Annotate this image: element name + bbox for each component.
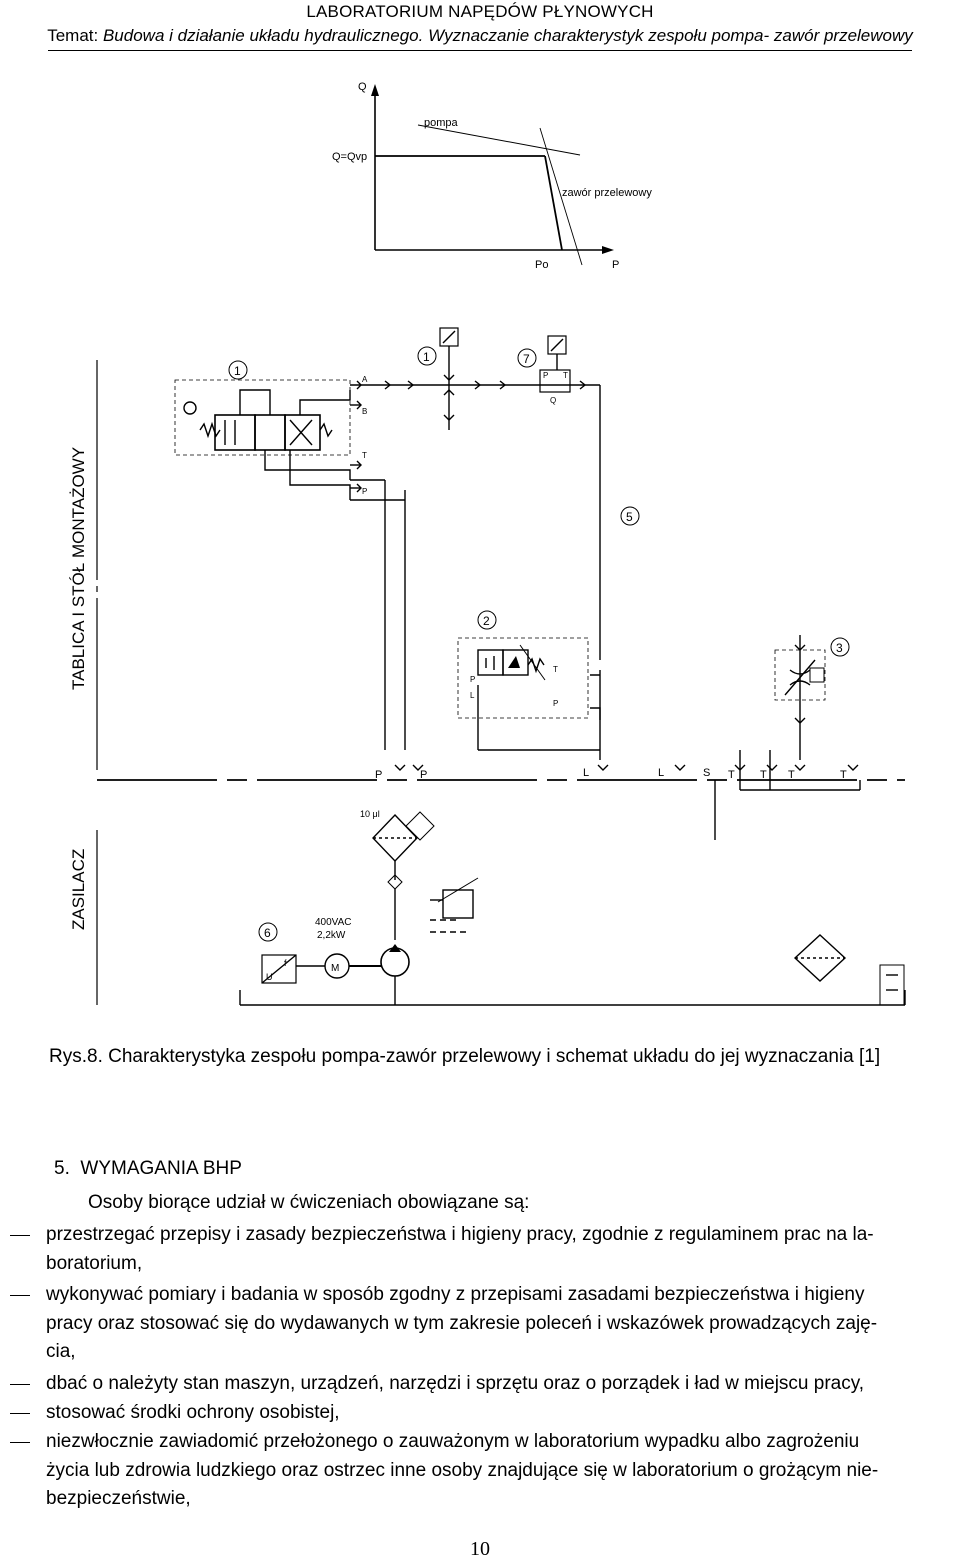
section-intro: Osoby biorące udział w ćwiczeniach obowi… (88, 1192, 530, 1213)
dash-bullet (10, 1384, 30, 1385)
list-item-line: boratorium, (46, 1252, 143, 1274)
directional-valve: 1 (174, 360, 351, 500)
figure-caption: Rys.8. Charakterystyka zespołu pompa-zaw… (49, 1046, 881, 1067)
section-number: 5. (54, 1158, 70, 1179)
mport-p1: P (375, 769, 382, 781)
characteristic-graph: Q Q=Qvp pompa zawór przelewowy Po P (332, 81, 652, 271)
label-6: 6 (264, 926, 271, 940)
label-2: 2 (483, 614, 490, 628)
topic-prefix: Temat: (47, 26, 103, 45)
port-p-2: P (470, 675, 475, 684)
mport-t1: T (728, 769, 735, 781)
list-item: wykonywać pomiary i badania w sposób zgo… (10, 1281, 916, 1367)
list-item-line: stosować środki ochrony osobistej, (46, 1402, 340, 1423)
list-item: niezwłocznie zawiadomić przełożonego o z… (10, 1428, 916, 1514)
port-p-1: P (362, 487, 367, 496)
mport-s: S (703, 767, 710, 779)
mport-l2: L (658, 767, 664, 779)
section-heading: 5. WYMAGANIA BHP (54, 1158, 242, 1180)
mport-t2: T (760, 769, 767, 781)
list-item-line: przestrzegać przepisy i zasady bezpiecze… (46, 1224, 874, 1245)
label-5: 5 (626, 510, 633, 524)
mport-l1: L (583, 767, 589, 779)
label-gauge: 1 (423, 350, 430, 364)
list-item-line: wykonywać pomiary i badania w sposób zgo… (46, 1284, 865, 1305)
port-l-2: L (470, 691, 475, 700)
list-item-line: pracy oraz stosować się do wydawanych w … (46, 1312, 878, 1334)
list-item: przestrzegać przepisy i zasady bezpiecze… (10, 1221, 916, 1278)
port-a: A (362, 375, 368, 384)
relief-valve: 2 P L T P (457, 610, 601, 760)
port-p-7: P (543, 371, 548, 380)
graph-valve-label: zawór przelewowy (562, 187, 652, 199)
dash-bullet (10, 1442, 30, 1443)
topic-line: Temat: Budowa i działanie układu hydraul… (0, 26, 960, 46)
graph-pump-label: pompa (424, 117, 459, 129)
inverter-u: U (266, 972, 273, 982)
motor-spec-2: 2,2kW (317, 930, 346, 941)
port-b: B (362, 407, 367, 416)
topic-title: Budowa i działanie układu hydraulicznego… (102, 26, 913, 45)
page-number: 10 (470, 1538, 490, 1560)
dash-bullet (10, 1413, 30, 1414)
list-item-line: dbać o należyty stan maszyn, urządzeń, n… (46, 1373, 865, 1394)
port-q-7: Q (550, 396, 556, 405)
header-rule (48, 50, 912, 51)
figure: Q Q=Qvp pompa zawór przelewowy Po P TABL… (69, 81, 906, 1006)
label-3: 3 (836, 641, 843, 655)
graph-p0-label: Po (535, 259, 548, 271)
board-label: TABLICA I STÓŁ MONTAŻOWY (69, 447, 88, 690)
list-item-line: bezpieczeństwie, (46, 1488, 191, 1509)
section-title: WYMAGANIA BHP (80, 1158, 242, 1179)
mport-t4: T (840, 769, 847, 781)
port-t-1: T (362, 451, 367, 460)
label-7: 7 (523, 352, 530, 366)
list-item: stosować środki ochrony osobistej, (10, 1399, 916, 1428)
graph-qvp-label: Q=Qvp (332, 151, 367, 163)
list-item: dbać o należyty stan maszyn, urządzeń, n… (10, 1370, 916, 1399)
label-1: 1 (234, 364, 241, 378)
power-unit: 10 μl M 400VAC 2,2kW f U 6 (239, 809, 906, 1006)
list-item-line: niezwłocznie zawiadomić przełożonego o z… (46, 1431, 860, 1452)
port-p-2b: P (553, 699, 558, 708)
left-boundary (96, 360, 905, 1005)
supply-label: ZASILACZ (69, 849, 88, 930)
graph-q-label: Q (358, 81, 367, 93)
mport-t3: T (788, 769, 795, 781)
motor-label: M (331, 963, 339, 974)
list-item-line: cia, (46, 1341, 76, 1362)
lab-title: LABORATORIUM NAPĘDÓW PŁYNOWYCH (306, 2, 654, 21)
port-t-2: T (553, 665, 558, 674)
dash-bullet (10, 1235, 30, 1236)
drop-lines (350, 479, 406, 750)
list-item-line: życia lub zdrowia ludzkiego oraz ostrzec… (46, 1459, 879, 1481)
port-t-7: T (563, 371, 568, 380)
filter-label: 10 μl (360, 809, 380, 819)
manifold: P P L L S T T T T (375, 750, 861, 840)
motor-spec-1: 400VAC (315, 917, 352, 928)
dash-bullet (10, 1295, 30, 1296)
mport-p2: P (420, 769, 427, 781)
graph-p-label: P (612, 259, 619, 271)
inverter-f: f (284, 958, 287, 968)
upper-pipeline: A B T P 1 7 P T Q 5 (350, 327, 640, 660)
throttle-valve: 3 (774, 635, 850, 760)
